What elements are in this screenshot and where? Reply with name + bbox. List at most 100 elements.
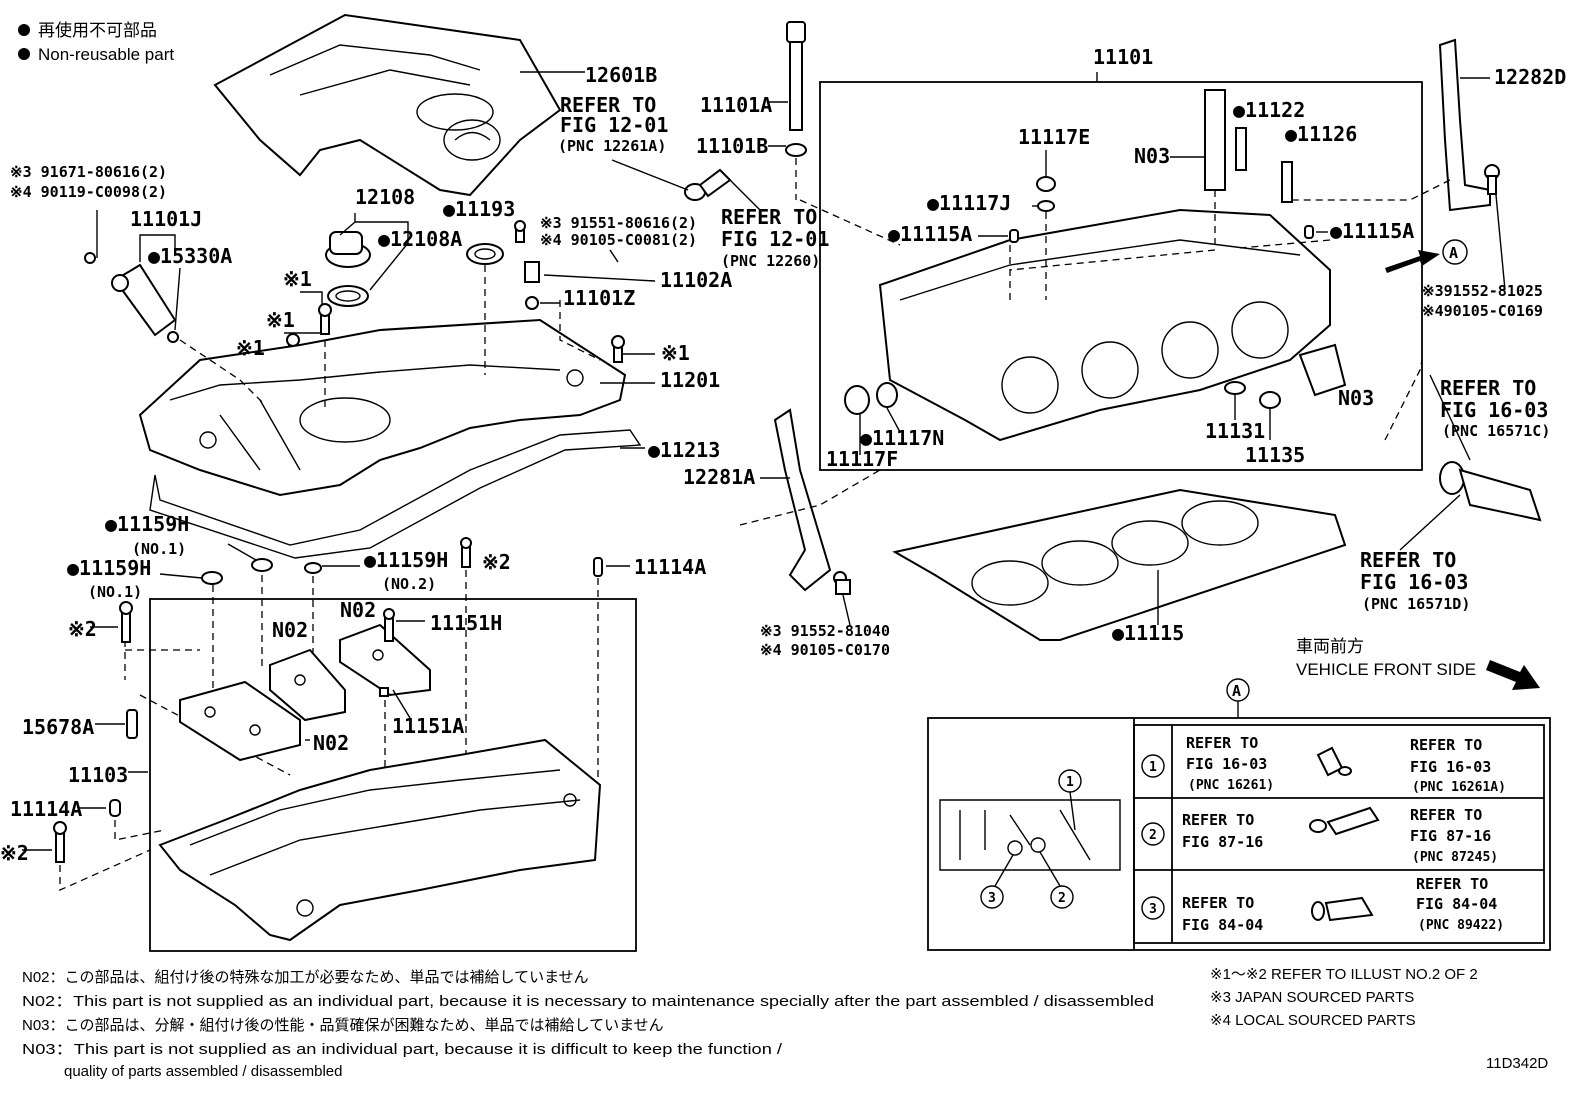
part-callout-ref-16-03c-3: (PNC 16571C): [1442, 422, 1550, 440]
front-arrow-icon: [1486, 660, 1540, 690]
svg-text:REFER TO: REFER TO: [1410, 736, 1482, 754]
svg-text:FIG 16-03: FIG 16-03: [1186, 755, 1267, 773]
svg-text:REFER TO: REFER TO: [1186, 734, 1258, 752]
part-callout-11101j: 11101J: [130, 207, 202, 231]
part-callout-11117e: 11117E: [1018, 125, 1090, 149]
engine-hanger-front-illustration: [773, 408, 851, 595]
engine-hanger-rear-illustration: [1438, 38, 1500, 212]
view-a-letter: A: [1449, 244, 1458, 262]
part-callout-x1b: ※1: [266, 308, 295, 332]
note-n03-jp: N03：この部品は、分解・組付け後の性能・品質確保が困難なため、単品では補給して…: [22, 1016, 664, 1034]
legend-jp: 再使用不可部品: [38, 20, 157, 40]
part-callout-11151h: 11151H: [430, 611, 502, 635]
part-callout-ref-12-01b-3: (PNC 12260): [721, 252, 820, 270]
part-callout-11159h-1: ●11159H: [105, 512, 189, 536]
part-callout-ref-16-03d-1: REFER TO: [1360, 548, 1456, 572]
part-callout-x1c: ※1: [236, 336, 265, 360]
cylinder-head-gasket-illustration: [892, 488, 1347, 641]
detail-circle-3: 3: [988, 891, 996, 906]
part-callout-11101b: 11101B: [696, 134, 768, 158]
part-callout-90119-4: ※4 90119-C0098(2): [10, 183, 167, 201]
part-callout-11117n: ●11117N: [860, 426, 944, 450]
part-callout-x2b: ※2: [68, 617, 97, 641]
part-callout-x1a: ※1: [283, 267, 312, 291]
note-n03-en-1: N03：This part is not supplied as an indi…: [22, 1041, 783, 1058]
part-callout-x1d: ※1: [661, 341, 690, 365]
footnote-3: ※3 JAPAN SOURCED PARTS: [1210, 989, 1414, 1006]
part-callout-11117f: 11117F: [826, 447, 898, 471]
part-callout-91671-3: ※3 91671-80616(2): [10, 163, 167, 181]
svg-text:1: 1: [1149, 760, 1157, 775]
part-callout-11135: 11135: [1245, 443, 1305, 467]
part-callout-91552-3a: ※391552-81025: [1422, 282, 1543, 300]
part-callout-90105-4: ※4 90105-C0081(2): [540, 231, 697, 249]
svg-text:(PNC 89422): (PNC 89422): [1418, 918, 1504, 933]
part-callout-ref-16-03d-2: FIG 16-03: [1360, 570, 1468, 594]
water-hose-illustration: [1439, 461, 1542, 522]
camshaft-bearing-caps-illustration: [179, 623, 431, 762]
part-callout-x2a: ※2: [482, 550, 511, 574]
part-callout-11114a-left: 11114A: [10, 797, 82, 821]
part-callout-11101a: 11101A: [700, 93, 772, 117]
part-callout-11101: 11101: [1093, 45, 1153, 69]
svg-text:REFER TO: REFER TO: [1410, 806, 1482, 824]
svg-text:REFER TO: REFER TO: [1416, 875, 1488, 893]
part-callout-11201: 11201: [660, 368, 720, 392]
part-callout-ref-12-01a-2: FIG 12-01: [560, 113, 668, 137]
svg-text:(PNC 87245): (PNC 87245): [1412, 850, 1498, 865]
part-callout-11114a-top: 11114A: [634, 555, 706, 579]
camshaft-washers-illustration: [201, 537, 603, 585]
cylinder-head-illustration: [844, 89, 1347, 442]
camshaft-housing-illustration: [158, 738, 602, 942]
part-callout-15678a: 15678A: [22, 715, 94, 739]
part-callout-15330a: ●15330A: [148, 244, 232, 268]
detail-circle-2: 2: [1058, 891, 1066, 906]
svg-text:FIG 87-16: FIG 87-16: [1410, 827, 1491, 845]
view-a-arrow: [1385, 250, 1440, 273]
engine-cover-illustration: [213, 13, 562, 197]
part-callout-ref-16-03c-2: FIG 16-03: [1440, 398, 1548, 422]
front-label-en: VEHICLE FRONT SIDE: [1296, 660, 1476, 679]
footnote-1: ※1～※2 REFER TO ILLUST NO.2 OF 2: [1210, 966, 1478, 983]
detail-a-letter: A: [1232, 682, 1241, 700]
part-callout-12108: 12108: [355, 185, 415, 209]
part-callout-12282d: 12282D: [1494, 65, 1566, 89]
footnote-4: ※4 LOCAL SOURCED PARTS: [1210, 1012, 1416, 1029]
legend-en: Non-reusable part: [38, 45, 174, 64]
part-callout-ref-12-01b-2: FIG 12-01: [721, 227, 829, 251]
part-callout-11126: ●11126: [1285, 122, 1357, 146]
part-callout-11159h-3: ●11159H: [364, 548, 448, 572]
part-callout-12601b: 12601B: [585, 63, 657, 87]
part-callout-11115a-l: ●11115A: [888, 222, 972, 246]
part-callout-91551-3: ※3 91551-80616(2): [540, 214, 697, 232]
part-callout-11193: ●11193: [443, 197, 515, 221]
part-callout-no2: (NO.2): [382, 575, 436, 593]
part-callout-90105-4b: ※4 90105-C0170: [760, 641, 890, 659]
front-label-jp: 車両前方: [1296, 637, 1364, 656]
detail-row-1: 1 REFER TO FIG 16-03 (PNC 16261) REFER T…: [1141, 734, 1506, 795]
part-callout-no1a: (NO.1): [132, 540, 186, 558]
part-callout-12108a: ●12108A: [378, 227, 462, 251]
part-callout-ref-12-01a-1: REFER TO: [560, 93, 656, 117]
part-callout-12281a: 12281A: [683, 465, 755, 489]
part-callout-ref-16-03d-3: (PNC 16571D): [1362, 595, 1470, 613]
note-n02-jp: N02：この部品は、組付け後の特殊な加工が必要なため、単品では補給していません: [22, 969, 589, 986]
oil-filler-cap-illustration: [325, 231, 371, 307]
head-cover-gasket-illustration: [149, 429, 642, 559]
detail-row-3: 3 REFER TO FIG 84-04 REFER TO FIG 84-04 …: [1141, 875, 1504, 934]
spark-plug-tube-gasket-illustration: [466, 243, 504, 265]
part-callouts: 12601B ※3 91671-80616(2) ※4 90119-C0098(2)…: [0, 45, 1566, 865]
part-callout-11115a-r: ●11115A: [1330, 219, 1414, 243]
part-callout-11117j: ●11117J: [927, 191, 1011, 215]
part-callout-11131: 11131: [1205, 419, 1265, 443]
part-callout-90105-4a: ※490105-C0169: [1422, 302, 1543, 320]
cylinder-head-cover-illustration: [138, 318, 627, 497]
part-callout-n02a: N02: [272, 618, 308, 642]
part-callout-11101z: 11101Z: [563, 286, 635, 310]
part-callout-11103: 11103: [68, 763, 128, 787]
part-callout-n02c: N02: [313, 731, 349, 755]
svg-text:2: 2: [1149, 828, 1157, 843]
svg-text:FIG 84-04: FIG 84-04: [1182, 916, 1263, 934]
bearing-cap-bolts-illustration: [53, 601, 395, 863]
